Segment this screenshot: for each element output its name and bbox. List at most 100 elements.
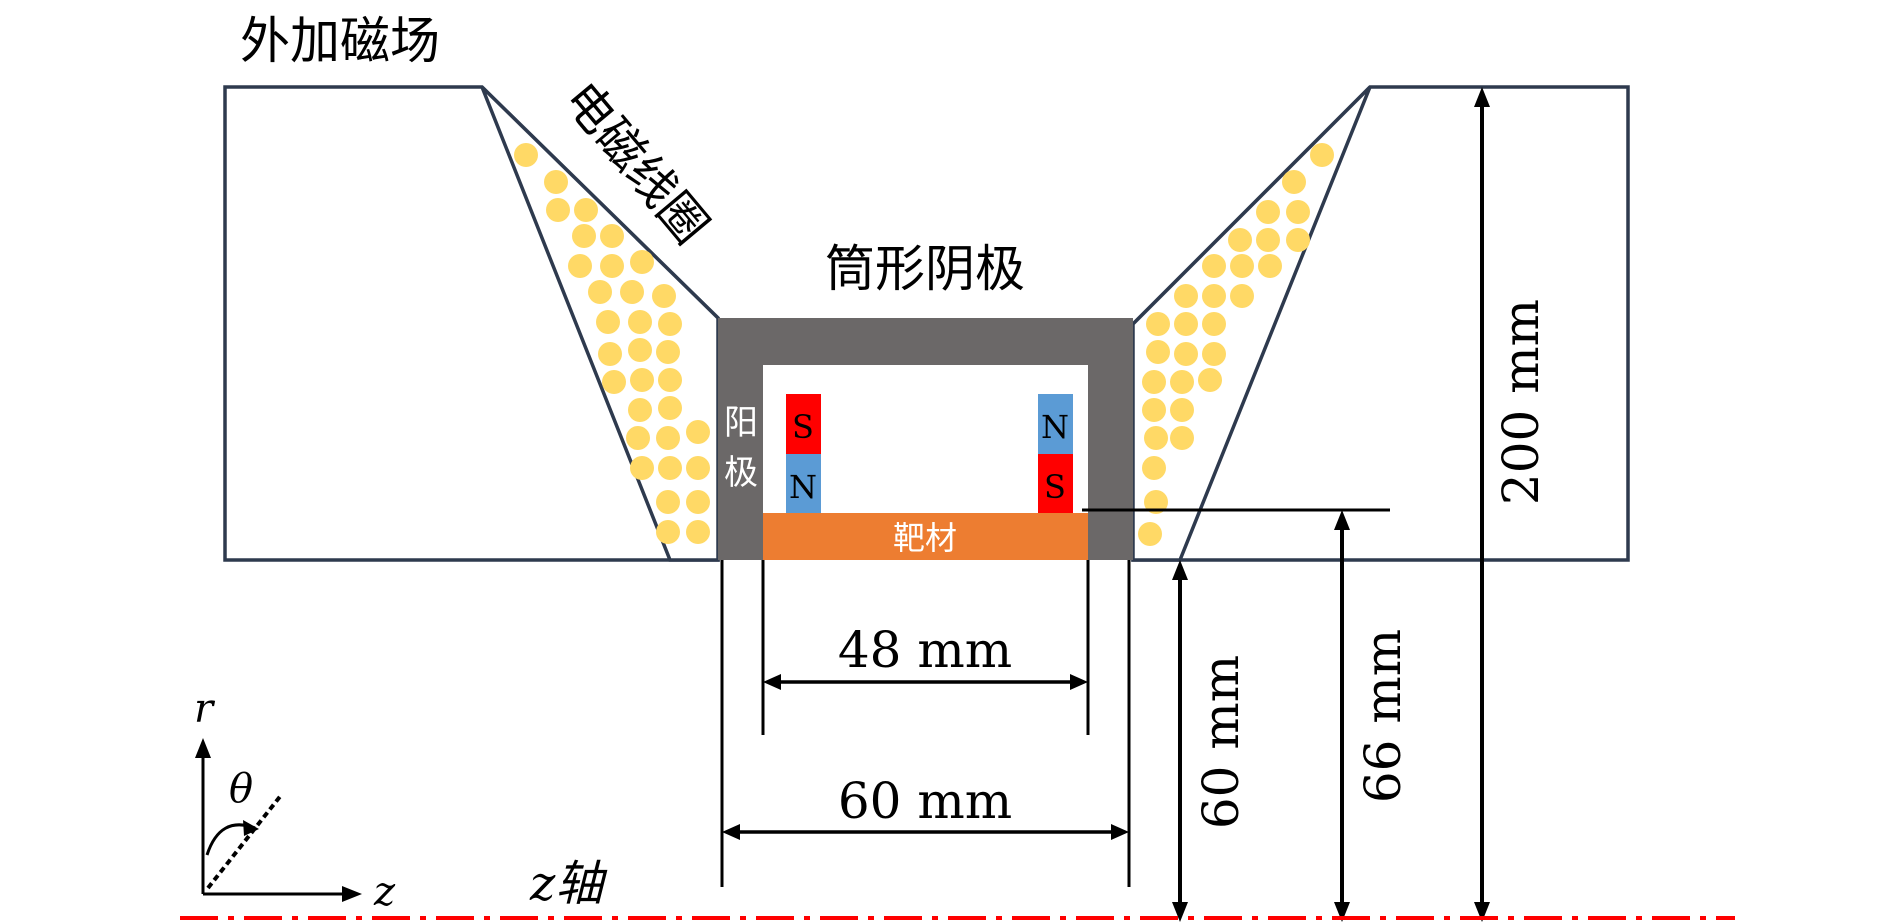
right-coil-dot (1144, 490, 1168, 514)
magnet-left-top (786, 394, 821, 454)
anode-label-1: 阳 (724, 403, 758, 443)
right-coil-dot (1202, 254, 1226, 278)
left-coil-dot (656, 490, 680, 514)
dim200-arrow-bottom (1474, 902, 1490, 922)
right-coil-dot (1170, 370, 1194, 394)
cathode-label: 筒形阴极 (825, 240, 1025, 298)
dim60r-arrow-top (1172, 560, 1188, 580)
dim60r-label: 60 mm (1192, 655, 1250, 829)
magnet-left-bottom (786, 454, 821, 513)
right-coil-dot (1202, 284, 1226, 308)
left-coil-dot (686, 490, 710, 514)
right-coil-dot (1230, 254, 1254, 278)
right-coil-dot (1256, 228, 1280, 252)
coord-z-arrow (342, 886, 362, 902)
right-coil-dot (1174, 312, 1198, 336)
right-coil-dot (1142, 456, 1166, 480)
dim66-label: 66 mm (1354, 629, 1412, 803)
left-coil-dot (600, 224, 624, 248)
external-field-label: 外加磁场 (240, 12, 440, 70)
dim48-arrow-right (1070, 674, 1088, 690)
right-coil-dot (1230, 284, 1254, 308)
dim60w-arrow-right (1111, 824, 1129, 840)
right-coil-dot (1138, 522, 1162, 546)
dim66-arrow-bottom (1334, 902, 1350, 922)
left-coil-dot (630, 250, 654, 274)
dim60w-arrow-left (722, 824, 740, 840)
magnet-left-bottom-label: N (789, 468, 817, 506)
left-coil-dot (572, 224, 596, 248)
right-coil-dot (1202, 312, 1226, 336)
left-coil-dot (596, 310, 620, 334)
left-coil-dot (658, 312, 682, 336)
left-coil-dots (514, 143, 710, 544)
right-coil-dot (1258, 254, 1282, 278)
left-coil-dot (514, 143, 538, 167)
magnet-left-top-label: S (792, 408, 814, 446)
right-coil-dot (1174, 342, 1198, 366)
left-coil-dot (630, 368, 654, 392)
right-coil-dot (1202, 342, 1226, 366)
right-coil-dot (1144, 426, 1168, 450)
left-coil-dot (628, 310, 652, 334)
dim200-label: 200 mm (1492, 299, 1550, 505)
right-coil-dot (1146, 312, 1170, 336)
right-coil-dot (1170, 398, 1194, 422)
z-axis-label: z轴 (529, 856, 608, 912)
coord-r-label: r (194, 686, 216, 732)
dim60w-label: 60 mm (838, 772, 1012, 830)
coord-theta-label: θ (229, 766, 253, 812)
left-coil-dot (686, 520, 710, 544)
left-coil-dot (546, 198, 570, 222)
left-coil-dot (656, 426, 680, 450)
left-coil-dot (686, 420, 710, 444)
right-coil-dot (1142, 398, 1166, 422)
right-coil-dot (1146, 340, 1170, 364)
dim200-arrow-top (1474, 87, 1490, 107)
left-coil-dot (598, 342, 622, 366)
right-coil-dot (1310, 143, 1334, 167)
right-coil-dot (1174, 284, 1198, 308)
coord-r-arrow (195, 738, 211, 758)
right-coil-dot (1286, 200, 1310, 224)
dim60r-arrow-bottom (1172, 902, 1188, 922)
left-coil-dot (600, 254, 624, 278)
left-coil-dot (658, 456, 682, 480)
dim66-arrow-top (1334, 510, 1350, 530)
left-coil-dot (588, 280, 612, 304)
anode-label-2: 极 (724, 453, 758, 493)
left-coil-dot (568, 254, 592, 278)
magnet-right-top-label: N (1041, 408, 1069, 446)
magnet-right-top (1038, 394, 1073, 454)
right-coil-dot (1282, 170, 1306, 194)
magnet-right-bottom-label: S (1044, 468, 1066, 506)
right-coil-dot (1256, 200, 1280, 224)
left-coil-dot (544, 170, 568, 194)
left-coil-dot (626, 426, 650, 450)
right-coil-dot (1170, 426, 1194, 450)
left-coil-dot (656, 520, 680, 544)
right-coil-dot (1286, 228, 1310, 252)
right-coil-dot (1198, 368, 1222, 392)
left-coil-dot (574, 198, 598, 222)
left-coil-dot (628, 338, 652, 362)
right-coil-dot (1142, 370, 1166, 394)
magnet-right-bottom (1038, 454, 1073, 513)
left-coil-dot (658, 368, 682, 392)
target-plate (763, 513, 1088, 560)
left-coil-dot (658, 396, 682, 420)
dim48-label: 48 mm (838, 621, 1012, 679)
coord-theta-arc-arrow (243, 820, 259, 836)
coord-z-label: z (373, 869, 396, 915)
right-coil-dot (1228, 228, 1252, 252)
left-coil-dot (630, 456, 654, 480)
left-coil-dot (652, 284, 676, 308)
target-label: 靶材 (893, 519, 957, 557)
left-coil-dot (602, 370, 626, 394)
left-coil-dot (628, 398, 652, 422)
left-coil-dot (686, 456, 710, 480)
left-coil-dot (656, 340, 680, 364)
dim48-arrow-left (763, 674, 781, 690)
left-coil-dot (620, 280, 644, 304)
